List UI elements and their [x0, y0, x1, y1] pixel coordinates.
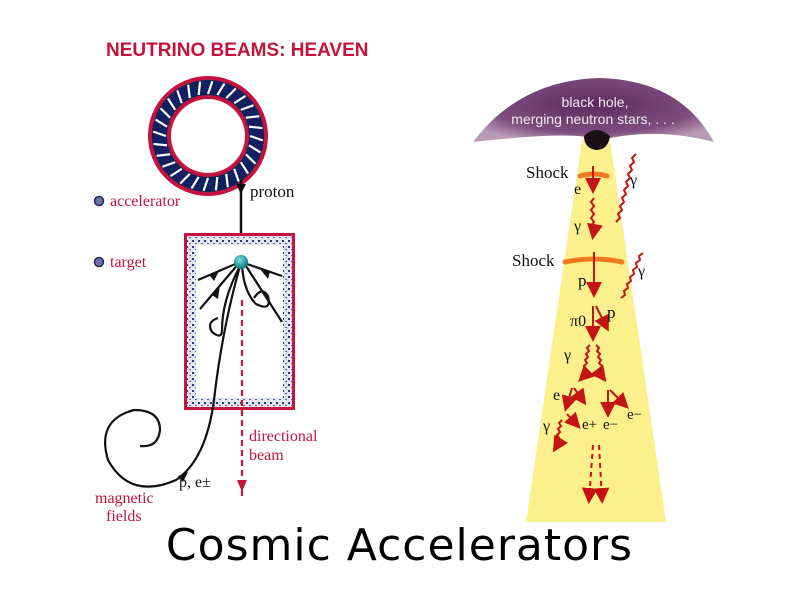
slide-title: Cosmic Accelerators: [165, 520, 634, 571]
track-arrows: [178, 269, 270, 482]
ring-segment: [239, 161, 250, 175]
legend-dot-icon: [93, 195, 105, 207]
label-gamma-right2: γ: [637, 263, 645, 280]
label-e-plus: e+: [582, 417, 597, 433]
ring-segment: [248, 144, 262, 154]
ring-segment: [152, 130, 167, 138]
legend-dot-icon: [93, 256, 105, 268]
label-e-top: e: [574, 181, 581, 198]
ring-segment: [179, 173, 191, 185]
legend-accelerator-label: accelerator: [110, 193, 181, 210]
ring-segment: [162, 161, 176, 168]
particles-label: p, e±: [179, 474, 211, 491]
black-hole-icon: [584, 130, 610, 150]
label-gamma-mid: γ: [573, 218, 581, 235]
directional-label-1: directional: [249, 428, 318, 445]
ring-segment: [197, 81, 202, 96]
ring-segment: [190, 176, 200, 190]
label-gamma-low: γ: [542, 418, 550, 435]
ring-segment: [206, 80, 214, 95]
label-p: p: [578, 271, 587, 290]
legend-target-label: target: [110, 254, 147, 271]
label-e-minus-2: e−: [627, 407, 642, 423]
legend-target: target: [93, 254, 147, 271]
legend-accelerator: accelerator: [93, 193, 181, 210]
ring-segment: [214, 176, 219, 191]
secondary-tracks: [104, 260, 283, 488]
particle-cascade: [552, 153, 644, 504]
label-e-minus-1: e−: [603, 417, 618, 433]
directional-label-2: beam: [249, 447, 284, 464]
ring-segment: [225, 87, 237, 99]
source-label-1: black hole,: [562, 94, 629, 110]
magnetic-label-1: magnetic: [95, 490, 154, 507]
ring-segment: [154, 118, 168, 128]
ring-segment: [233, 168, 240, 182]
proton-label: proton: [250, 182, 295, 201]
label-pi0: π0: [570, 313, 586, 330]
target-particle-icon: [234, 255, 248, 269]
ring-segment: [240, 104, 254, 111]
ring-segment: [249, 134, 264, 142]
accelerator-ring-icon: [148, 76, 268, 196]
beam-arrow-icon: [237, 480, 247, 492]
ring-segment: [166, 97, 177, 111]
ring-segment: [245, 115, 260, 119]
source-cloud: [473, 78, 714, 145]
ring-segment: [156, 153, 171, 157]
source-label-2: merging neutron stars, . . .: [511, 111, 674, 127]
label-p2: p: [607, 303, 616, 322]
left-heading: NEUTRINO BEAMS: HEAVEN: [106, 40, 369, 61]
ring-segment: [187, 84, 191, 99]
ring-segment: [248, 125, 263, 130]
ring-segment: [233, 94, 247, 105]
ring-segment: [153, 142, 168, 147]
ring-segment: [216, 82, 226, 96]
ring-segment: [225, 173, 229, 188]
label-gamma-split: γ: [563, 347, 571, 364]
ring-segment: [159, 107, 171, 119]
ring-segment: [245, 153, 257, 165]
label-e-left: e: [553, 387, 560, 404]
shock-label-2: Shock: [512, 251, 555, 270]
magnetic-label-2: fields: [106, 508, 142, 525]
ring-segment: [176, 90, 183, 104]
ring-segment: [202, 177, 210, 192]
shock-label-1: Shock: [526, 163, 569, 182]
label-gamma-top: γ: [629, 172, 637, 189]
jet-cone: [526, 140, 666, 522]
ring-segment: [169, 167, 183, 178]
